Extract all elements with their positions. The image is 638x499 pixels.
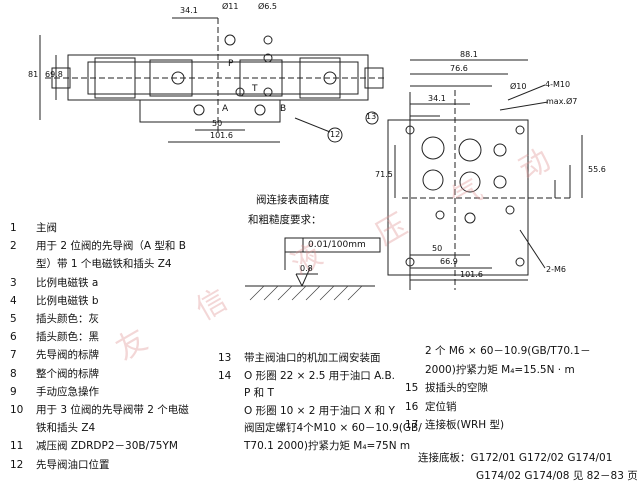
callout: 13 (366, 112, 377, 121)
dim-label: 101.6 (460, 270, 483, 279)
legend-number: 15 (405, 382, 419, 394)
base-plate-line1: 连接底板：G172/01 G172/02 G174/01 (418, 452, 613, 464)
legend-number: 4 (10, 294, 17, 307)
legend-text: 定位销 (425, 400, 457, 413)
legend-item: 7 先导阀的标牌 (10, 347, 99, 362)
legend-item: 15 拔插头的空隙 (405, 380, 488, 395)
dim-label: 34.1 (180, 6, 198, 15)
legend-text: T70.1 2000)拧紧力矩 M₄=75N m (244, 439, 411, 452)
legend-number: 8 (10, 367, 17, 380)
legend-item: 3 比例电磁铁 a (10, 275, 98, 290)
legend-text: 插头颜色：黑 (36, 331, 99, 344)
legend-text: 插头颜色：灰 (36, 313, 99, 325)
legend-item: 1 主阀 (10, 220, 57, 235)
dim-label: 2-M6 (546, 265, 566, 274)
surface-title-line2: 和粗糙度要求： (248, 214, 322, 226)
legend-text: 比例电磁铁 a (36, 276, 99, 289)
legend-item: O 形圈 10 × 2 用于油口 X 和 Y (218, 403, 395, 418)
legend-number: 7 (10, 349, 17, 362)
dim-label: 71.5 (375, 170, 393, 179)
legend-item: 6 插头颜色：黑 (10, 329, 99, 344)
dim-label: Ø10 (510, 82, 527, 91)
dim-label: 76.6 (450, 64, 468, 73)
legend-text: 带主阀油口的机加工阀安装面 (244, 352, 381, 364)
legend-number: 16 (405, 400, 419, 413)
legend-text: 主阀 (36, 222, 57, 234)
legend-number: 12 (10, 458, 24, 471)
legend-text: 型）带 1 个电磁铁和插头 Z4 (36, 258, 172, 271)
legend-item: 16 定位销 (405, 399, 457, 414)
legend-text: 铁和插头 Z4 (36, 422, 96, 435)
legend-item: 2 个 M6 × 60－10.9(GB/T70.1－ (405, 343, 591, 358)
legend-number: 3 (10, 276, 17, 289)
legend-number: 13 (218, 352, 232, 364)
flatness-value: 0.01/100mm (308, 240, 366, 250)
base-plate-line2: G174/02 G174/08 见 82－83 页 (476, 470, 638, 482)
legend-item: 12 先导阀油口位置 (10, 457, 110, 472)
port-label: B (280, 104, 287, 114)
dim-label: 101.6 (210, 131, 233, 140)
dim-label: 81 (28, 70, 39, 79)
dim-label: Ø11 (222, 2, 239, 11)
dim-label: 50 (432, 244, 443, 253)
legend-text: 阀固定螺钉4个M10 × 60－10.9(GB/ (244, 422, 422, 434)
dim-label: 66.9 (440, 257, 458, 266)
port-label: P (228, 59, 234, 69)
dim-label: Ø6.5 (258, 2, 278, 11)
dim-label: 88.1 (460, 50, 478, 59)
port-label: A (222, 104, 229, 114)
surface-title-line1: 阀连接表面精度 (256, 194, 330, 206)
legend-number: 14 (218, 369, 232, 382)
legend-item: 铁和插头 Z4 (10, 420, 95, 435)
dim-label: 69.8 (45, 70, 63, 79)
dim-label: 4-M10 (545, 80, 571, 89)
legend-text: 用于 2 位阀的先导阀（A 型和 B (36, 240, 186, 253)
legend-item: P 和 T (218, 385, 274, 400)
legend-text: 用于 3 位阀的先导阀带 2 个电磁 (36, 404, 189, 416)
roughness-value: 0.8 (300, 264, 313, 273)
legend-text: 拔插头的空隙 (425, 382, 488, 394)
legend-item: 阀固定螺钉4个M10 × 60－10.9(GB/ (218, 420, 422, 435)
legend-item: 4 比例电磁铁 b (10, 293, 99, 308)
port-label: T (252, 84, 258, 94)
legend-number: 2 (10, 240, 17, 253)
legend-text: 2 个 M6 × 60－10.9(GB/T70.1－ (425, 345, 591, 357)
callout: 12 (330, 130, 341, 139)
dim-label: 50 (212, 119, 223, 128)
legend-text: 先导阀油口位置 (36, 458, 110, 471)
legend-number: 11 (10, 440, 24, 453)
legend-item: 9 手动应急操作 (10, 384, 99, 399)
dim-label: 55.6 (588, 165, 606, 174)
legend-text: 减压阀 ZDRDP2－30B/75YM (36, 440, 178, 453)
legend-text: 2000)拧紧力矩 M₄=15.5N · m (425, 363, 575, 376)
legend-text: 手动应急操作 (36, 385, 99, 398)
legend-item: T70.1 2000)拧紧力矩 M₄=75N m (218, 438, 410, 453)
legend-text: O 形圈 22 × 2.5 用于油口 A.B. (244, 369, 396, 382)
legend-number: 1 (10, 222, 17, 234)
legend-item: 型）带 1 个电磁铁和插头 Z4 (10, 256, 172, 271)
legend-item: 11 减压阀 ZDRDP2－30B/75YM (10, 438, 178, 453)
legend-number: 6 (10, 331, 17, 344)
legend-item: 10 用于 3 位阀的先导阀带 2 个电磁 (10, 402, 189, 417)
dim-label: 34.1 (428, 94, 446, 103)
legend-text: O 形圈 10 × 2 用于油口 X 和 Y (244, 404, 395, 417)
legend-text: 先导阀的标牌 (36, 349, 99, 362)
legend-item: 13 带主阀油口的机加工阀安装面 (218, 350, 381, 365)
legend-number: 17 (405, 419, 419, 431)
legend-item: 2 用于 2 位阀的先导阀（A 型和 B (10, 238, 186, 253)
legend-item: 8 整个阀的标牌 (10, 366, 99, 381)
legend-text: 连接板(WRH 型) (425, 419, 505, 431)
legend-item: 2000)拧紧力矩 M₄=15.5N · m (405, 362, 575, 377)
legend-text: P 和 T (244, 387, 274, 399)
legend-number: 10 (10, 404, 24, 416)
legend-text: 整个阀的标牌 (36, 367, 99, 380)
legend-number: 5 (10, 313, 17, 325)
legend-item: 5 插头颜色：灰 (10, 311, 99, 326)
legend-item: 17 连接板(WRH 型) (405, 417, 504, 432)
legend-text: 比例电磁铁 b (36, 294, 99, 307)
legend-item: 14 O 形圈 22 × 2.5 用于油口 A.B. (218, 368, 395, 383)
dim-label: max.Ø7 (546, 97, 578, 106)
legend-number: 9 (10, 385, 17, 398)
